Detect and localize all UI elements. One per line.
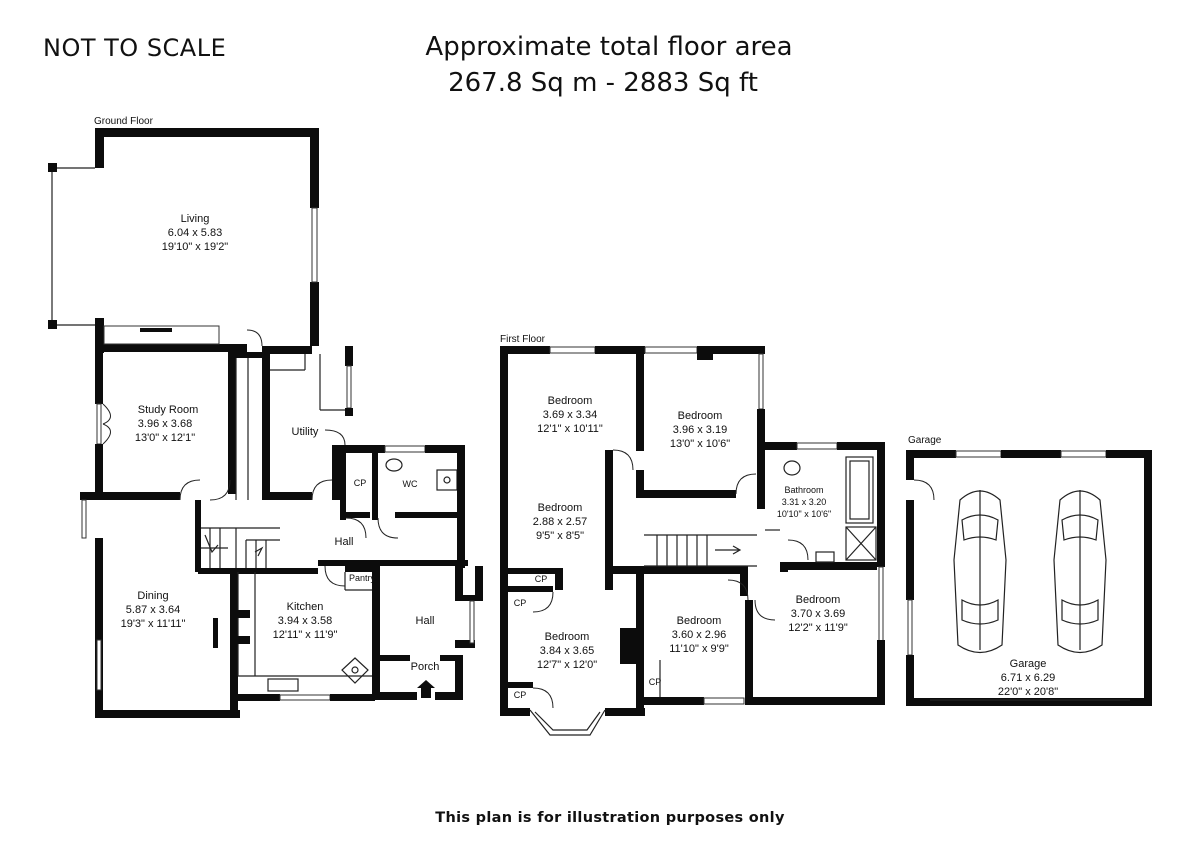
bed4-metric: 3.84 x 3.65 [540, 645, 594, 657]
cp-label-3: CP [514, 690, 527, 700]
car-left-icon [953, 490, 1007, 654]
study-name: Study Room [138, 404, 199, 416]
car-right-icon [1053, 490, 1107, 654]
first-floor-walls [500, 346, 885, 736]
living-walls [48, 128, 319, 353]
garage: Garage Ga [906, 435, 1152, 706]
stairs-hall [195, 352, 280, 572]
porch-label: Porch [411, 661, 440, 673]
kitchen-walls [232, 560, 483, 701]
garage-floor-label: Garage [908, 435, 942, 446]
disclaimer: This plan is for illustration purposes o… [435, 810, 785, 826]
cp-label-2: CP [514, 598, 527, 608]
study-metric: 3.96 x 3.68 [138, 418, 192, 430]
hall-2-label: Hall [416, 615, 435, 627]
cp-wc-walls [340, 445, 465, 568]
dining-metric: 5.87 x 3.64 [126, 604, 180, 616]
bed2-imperial: 13'0" x 10'6" [670, 438, 730, 450]
bed2-name: Bedroom [678, 410, 723, 422]
bed6-name: Bedroom [796, 594, 841, 606]
area-title: Approximate total floor area [425, 32, 793, 62]
bed5-name: Bedroom [677, 615, 722, 627]
study-imperial: 13'0" x 12'1" [135, 432, 195, 444]
cp-label-1: CP [535, 574, 548, 584]
ground-floor: Ground Floor [48, 116, 483, 718]
cp-label: CP [354, 478, 367, 488]
bed3-metric: 2.88 x 2.57 [533, 516, 587, 528]
bed6-imperial: 12'2" x 11'9" [788, 622, 848, 634]
bed1-imperial: 12'1" x 10'11" [537, 423, 603, 435]
garage-metric: 6.71 x 6.29 [1001, 672, 1055, 684]
living-imperial: 19'10" x 19'2" [162, 241, 229, 253]
ground-labels: Living 6.04 x 5.83 19'10" x 19'2" Study … [121, 213, 440, 673]
cp-label-4: CP [649, 677, 662, 687]
kitchen-imperial: 12'11" x 11'9" [273, 629, 338, 641]
bed6-metric: 3.70 x 3.69 [791, 608, 845, 620]
bathroom-imperial: 10'10" x 10'6" [777, 509, 831, 519]
hall-label: Hall [335, 536, 354, 548]
wc-label: WC [403, 479, 418, 489]
not-to-scale-note: NOT TO SCALE [43, 34, 227, 62]
garage-name: Garage [1010, 658, 1047, 670]
ground-floor-label: Ground Floor [94, 116, 154, 127]
utility-name: Utility [292, 426, 319, 438]
dining-name: Dining [137, 590, 168, 602]
pantry-label: Pantry [349, 573, 376, 583]
bed4-name: Bedroom [545, 631, 590, 643]
area-value: 267.8 Sq m - 2883 Sq ft [448, 68, 758, 98]
first-floor-labels: Bedroom 3.69 x 3.34 12'1" x 10'11" Bedro… [514, 395, 848, 700]
bed4-imperial: 12'7" x 12'0" [537, 659, 597, 671]
first-floor: First Floor [500, 334, 885, 736]
utility-walls [262, 346, 353, 501]
bed1-metric: 3.69 x 3.34 [543, 409, 597, 421]
kitchen-metric: 3.94 x 3.58 [278, 615, 332, 627]
bed2-metric: 3.96 x 3.19 [673, 424, 727, 436]
bed3-imperial: 9'5" x 8'5" [536, 530, 584, 542]
bed5-metric: 3.60 x 2.96 [672, 629, 726, 641]
bathroom-metric: 3.31 x 3.20 [782, 497, 827, 507]
bed3-name: Bedroom [538, 502, 583, 514]
living-name: Living [181, 213, 210, 225]
first-floor-label: First Floor [500, 334, 546, 345]
bed5-imperial: 11'10" x 9'9" [669, 643, 729, 655]
dining-imperial: 19'3" x 11'11" [121, 618, 186, 630]
garage-walls [906, 450, 1152, 706]
kitchen-name: Kitchen [287, 601, 324, 613]
living-metric: 6.04 x 5.83 [168, 227, 222, 239]
garage-labels: Garage 6.71 x 6.29 22'0" x 20'8" [998, 658, 1058, 698]
study-walls [95, 344, 236, 501]
bed1-name: Bedroom [548, 395, 593, 407]
bathroom-name: Bathroom [784, 485, 823, 495]
garage-imperial: 22'0" x 20'8" [998, 686, 1058, 698]
